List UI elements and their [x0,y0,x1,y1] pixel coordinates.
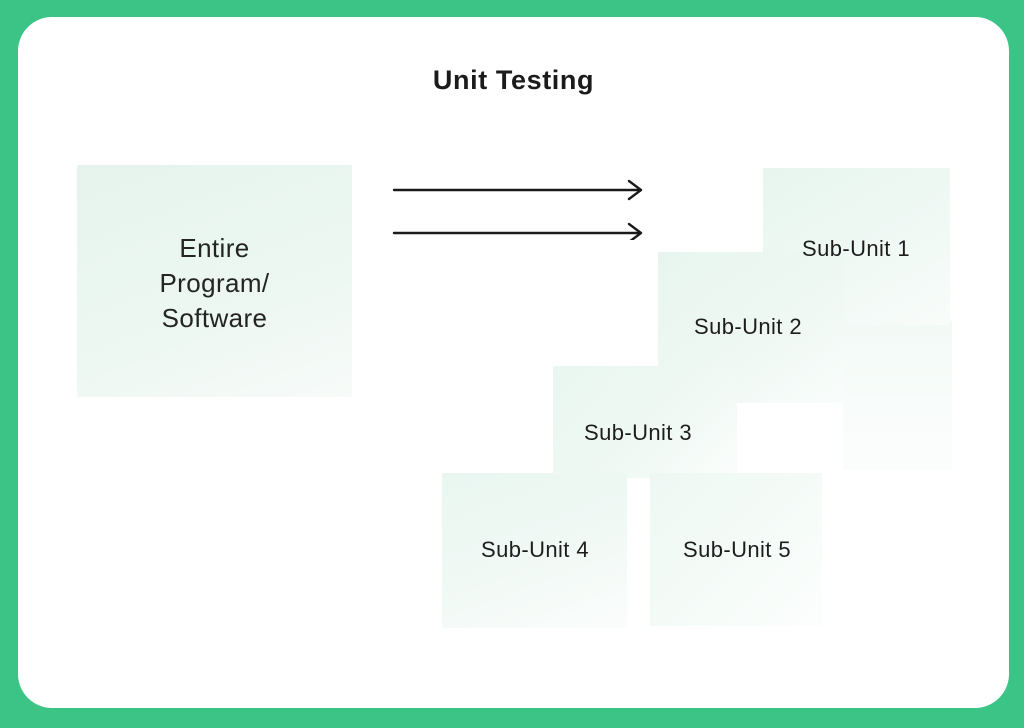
entire-program-label: Entire Program/ Software [159,233,270,333]
sub-unit-1-label: Sub-Unit 1 [802,236,910,261]
sub-unit-3-label: Sub-Unit 3 [584,420,692,445]
decorative-echo-box [843,320,952,470]
right-arrow-icon [392,179,643,201]
diagram-title: Unit Testing [432,65,595,95]
right-arrow-icon [392,222,643,240]
flow-arrows [392,179,643,240]
sub-unit-5-box [650,473,822,626]
diagram-card: Unit Testing Entire Program/ Software Su… [18,17,1009,708]
entire-program-box: Entire Program/ Software [77,165,352,397]
sub-unit-3-box [553,366,737,478]
sub-unit-4-label: Sub-Unit 4 [481,537,589,562]
sub-unit-4-box [442,473,627,628]
sub-unit-2-label: Sub-Unit 2 [694,314,802,339]
sub-unit-5-label: Sub-Unit 5 [683,537,791,562]
